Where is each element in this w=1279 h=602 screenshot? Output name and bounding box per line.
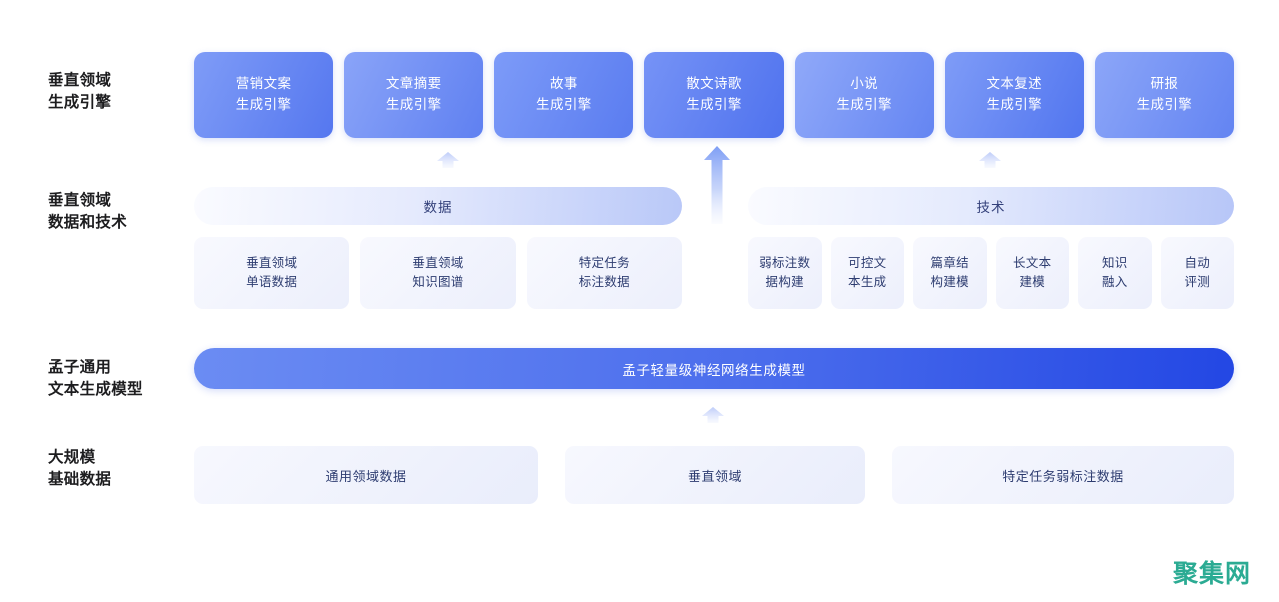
base-card-general-domain-data[interactable]: 通用领域数据 — [194, 446, 538, 504]
engine-card-novel[interactable]: 小说 生成引擎 — [794, 52, 934, 138]
engine-card-text-paraphrase[interactable]: 文本复述 生成引擎 — [944, 52, 1084, 138]
watermark-logo: 聚集网 — [1172, 560, 1251, 588]
data-subcard-row: 垂直领域 单语数据 垂直领域 知识图谱 特定任务 标注数据 — [194, 237, 682, 309]
arrow-up-icon-data-left — [437, 152, 459, 168]
base-card-task-weak-annotated-data[interactable]: 特定任务弱标注数据 — [892, 446, 1234, 504]
base-card-vertical-domain[interactable]: 垂直领域 — [565, 446, 865, 504]
subcard-controllable-text-generation[interactable]: 可控文 本生成 — [830, 237, 904, 309]
subcard-knowledge-integration[interactable]: 知识 融入 — [1078, 237, 1152, 309]
group-bar-data: 数据 — [194, 187, 682, 225]
subcard-vertical-knowledge-graph[interactable]: 垂直领域 知识图谱 — [360, 237, 516, 309]
model-bar-mengzi[interactable]: 孟子轻量级神经网络生成模型 — [194, 348, 1234, 389]
subcard-weak-annotation-construction[interactable]: 弱标注数 据构建 — [748, 237, 822, 309]
tech-subcard-row: 弱标注数 据构建 可控文 本生成 篇章结 构建模 长文本 建模 知识 融入 自动… — [748, 237, 1234, 309]
engine-card-marketing-copy[interactable]: 营销文案 生成引擎 — [194, 52, 334, 138]
row-label-vertical-data-tech: 垂直领域 数据和技术 — [48, 192, 128, 232]
row-label-general-model: 孟子通用 文本生成模型 — [48, 359, 143, 399]
subcard-vertical-monolingual-data[interactable]: 垂直领域 单语数据 — [194, 237, 350, 309]
engine-card-story[interactable]: 故事 生成引擎 — [494, 52, 634, 138]
subcard-task-annotated-data[interactable]: 特定任务 标注数据 — [526, 237, 682, 309]
arrow-up-icon-base-data — [702, 407, 724, 423]
arrow-up-icon-tech-left — [979, 152, 1001, 168]
subcard-long-text-modeling[interactable]: 长文本 建模 — [995, 237, 1069, 309]
group-bar-technology: 技术 — [748, 187, 1234, 225]
engine-card-research-report[interactable]: 研报 生成引擎 — [1094, 52, 1234, 138]
engine-card-row: 营销文案 生成引擎 文章摘要 生成引擎 故事 生成引擎 散文诗歌 生成引擎 小说… — [194, 52, 1234, 138]
row-label-large-scale-data: 大规模 基础数据 — [48, 449, 112, 489]
subcard-discourse-structure-modeling[interactable]: 篇章结 构建模 — [913, 237, 987, 309]
row-label-vertical-engines: 垂直领域 生成引擎 — [48, 72, 112, 112]
arrow-up-icon-main — [704, 146, 730, 224]
base-data-row: 通用领域数据 垂直领域 特定任务弱标注数据 — [194, 446, 1234, 504]
engine-card-prose-poetry[interactable]: 散文诗歌 生成引擎 — [644, 52, 784, 138]
subcard-automatic-evaluation[interactable]: 自动 评测 — [1160, 237, 1234, 309]
engine-card-article-summary[interactable]: 文章摘要 生成引擎 — [344, 52, 484, 138]
